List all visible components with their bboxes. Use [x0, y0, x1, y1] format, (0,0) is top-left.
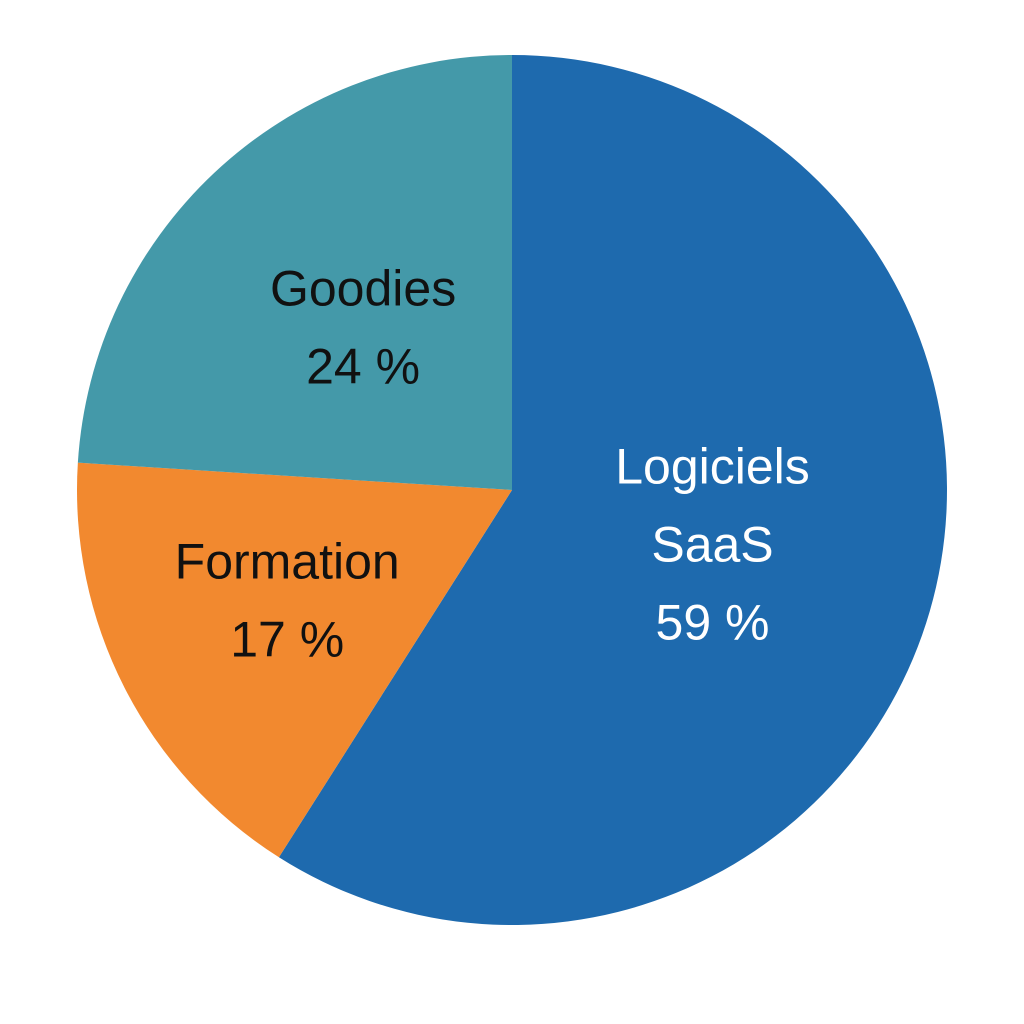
slice-name-label-2: Goodies — [270, 261, 456, 317]
slice-name-label-0: SaaS — [651, 516, 773, 572]
slice-value-label-2: 24 % — [306, 339, 420, 395]
slice-value-label-0: 59 % — [656, 594, 770, 650]
slice-name-label-0: Logiciels — [615, 438, 810, 494]
pie-slices — [76, 55, 947, 925]
slice-label-2: Goodies 24 % — [270, 261, 456, 395]
pie-slice-1 — [76, 462, 512, 858]
pie-slice-0 — [278, 55, 947, 925]
slice-name-label-1: Formation — [175, 534, 400, 590]
pie-slice-2 — [77, 55, 513, 490]
slice-value-label-1: 17 % — [230, 612, 344, 668]
slice-label-1: Formation 17 % — [175, 534, 400, 668]
